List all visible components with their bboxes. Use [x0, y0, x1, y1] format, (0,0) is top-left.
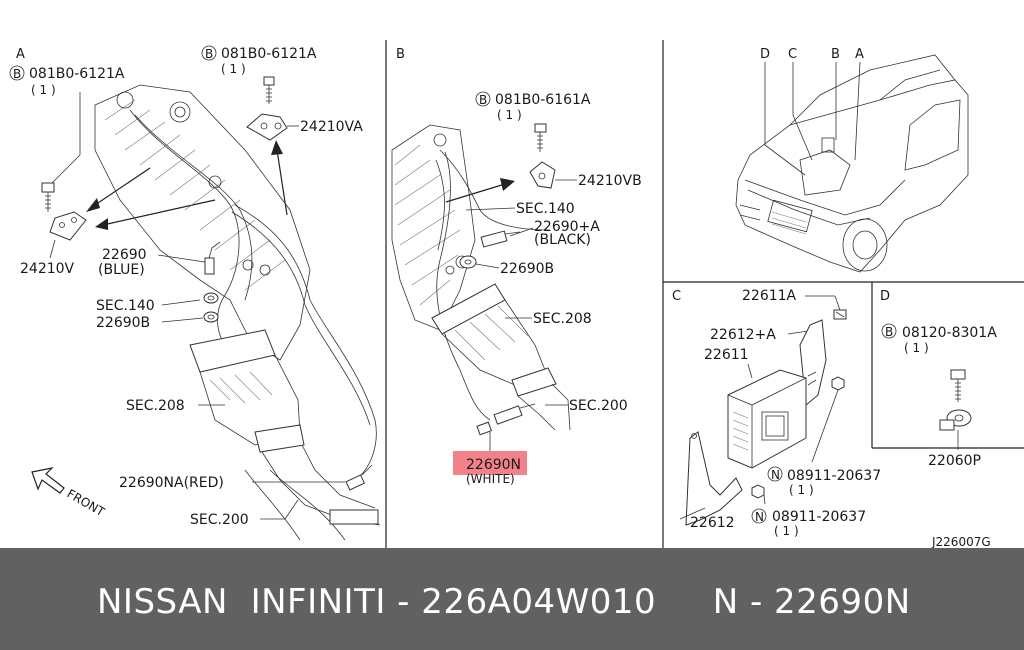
bolt-qty-label: ( 1 ): [31, 83, 56, 97]
bolt-icon: [833, 309, 847, 320]
bracket-lower-icon: [685, 431, 743, 526]
svg-text:B: B: [885, 325, 893, 339]
nut-icon: [831, 376, 845, 391]
nut-code-label: 08911-20637: [772, 509, 866, 525]
vehicle-icon: [735, 54, 969, 273]
highlight-marker: [453, 451, 527, 475]
caption-bar: [0, 548, 1024, 650]
oxygen-sensor-red-icon: [345, 464, 373, 491]
sensor-black-color-label: (BLACK): [534, 232, 591, 248]
bolt-code-label: 081B0-6121A: [29, 66, 125, 82]
direction-arrows: [86, 140, 288, 230]
bracket-22612-label: 22612: [690, 515, 735, 531]
parts-diagram: A B 081B0-6121A ( 1 ) B 081B0-6121A ( 1 …: [9, 40, 1024, 548]
panel-c-letter: C: [672, 289, 681, 304]
knock-sensor-label: 22060P: [928, 453, 981, 469]
sensor-harness-icon: [129, 109, 377, 481]
bolt-code-label: 081B0-6161A: [495, 92, 591, 108]
sensor-white-color-label: (WHITE): [466, 472, 515, 486]
ecm-22611-label: 22611: [704, 347, 749, 363]
bracket-24210v-icon: [49, 211, 87, 241]
panel-c: C 22611A 22612+A 22611 22612: [672, 288, 881, 538]
overview-label-c: C: [788, 47, 797, 62]
bolt-code-label: 081B0-6121A: [221, 46, 317, 62]
engine-block-icon: [391, 124, 476, 331]
bolt-qty-label: ( 1 ): [221, 62, 246, 76]
sec208-label: SEC.208: [126, 398, 185, 414]
panel-dividers: [385, 40, 1024, 548]
sec200-label: SEC.200: [190, 512, 249, 528]
bolt-icon: [534, 123, 547, 152]
knock-sensor-icon: [939, 409, 972, 431]
sensor-harness-icon: [435, 149, 551, 421]
svg-text:N: N: [755, 510, 764, 524]
front-label: FRONT: [65, 486, 108, 519]
bracket-24210va-label: 24210VA: [300, 119, 363, 135]
svg-text:B: B: [479, 93, 487, 107]
sec208-label: SEC.208: [533, 311, 592, 327]
panel-d-letter: D: [880, 289, 890, 304]
bolt-icon: [41, 182, 55, 212]
vehicle-overview: D C B A: [735, 47, 969, 273]
bracket-24210v-label: 24210V: [20, 261, 75, 277]
oxygen-sensor-white-icon: [476, 403, 536, 436]
engine-block-icon: [94, 84, 311, 361]
sensor-black-code-label: 22690+A: [534, 219, 600, 235]
front-arrow-icon: [31, 467, 65, 494]
exhaust-pipe-icon: [189, 329, 381, 541]
svg-text:B: B: [13, 67, 21, 81]
bolt-circle-b-icon: [201, 45, 217, 61]
panel-b-letter: B: [396, 47, 405, 62]
nut-qty-label: ( 1 ): [774, 524, 799, 538]
overview-label-a: A: [855, 47, 864, 62]
sensor-red-label: 22690NA(RED): [119, 475, 224, 491]
bolt-icon: [263, 76, 275, 104]
ecm-unit-icon: [727, 369, 817, 469]
bolt-qty-label: ( 1 ): [497, 108, 522, 122]
nut-qty-label: ( 1 ): [789, 483, 814, 497]
nut-code-label: 08911-20637: [787, 468, 881, 484]
bolt-circle-b-icon: [9, 65, 25, 81]
gasket-22690b-label: 22690B: [500, 261, 554, 277]
sec140-label: SEC.140: [96, 298, 155, 314]
panel-a: A B 081B0-6121A ( 1 ) B 081B0-6121A ( 1 …: [9, 45, 381, 541]
panel-d: D B 08120-8301A ( 1 ) 22060P: [880, 289, 997, 469]
svg-text:B: B: [205, 47, 213, 61]
bolt-22611a-label: 22611A: [742, 288, 797, 304]
nut-circle-n-icon: [751, 508, 767, 524]
sensor-blue-code-label: 22690: [102, 247, 147, 263]
panel-a-letter: A: [16, 47, 25, 62]
overview-label-b: B: [831, 47, 840, 62]
caption-text: NISSAN INFINITI - 226A04W010 N - 22690N: [97, 582, 911, 622]
drawing-number: J226007G: [931, 535, 991, 548]
bracket-24210vb-label: 24210VB: [578, 173, 642, 189]
oxygen-sensor-black-icon: [480, 230, 521, 248]
bolt-icon: [950, 369, 966, 402]
exhaust-pipe-icon: [431, 283, 571, 431]
bolt-circle-b-icon: [881, 323, 897, 339]
bolt-code-label: 08120-8301A: [902, 325, 997, 341]
gasket-icon: [459, 255, 477, 269]
nut-circle-n-icon: [767, 466, 783, 482]
nut-icon: [751, 484, 765, 499]
svg-text:N: N: [771, 468, 780, 482]
gasket-22690b-label: 22690B: [96, 315, 150, 331]
bolt-qty-label: ( 1 ): [904, 341, 929, 355]
sensor-white-code-label: 22690N: [466, 457, 521, 473]
oxygen-sensor-icon: [204, 241, 221, 275]
sec140-label: SEC.140: [516, 201, 575, 217]
bracket-22612a-label: 22612+A: [710, 327, 776, 343]
gasket-icon: [203, 292, 219, 323]
panel-b: B B 081B0-6161A ( 1 ) 24210VB: [391, 47, 642, 486]
overview-label-d: D: [760, 47, 770, 62]
sec200-label: SEC.200: [569, 398, 628, 414]
bracket-24210vb-icon: [529, 161, 556, 189]
bolt-circle-b-icon: [475, 91, 491, 107]
sensor-blue-color-label: (BLUE): [98, 262, 145, 278]
